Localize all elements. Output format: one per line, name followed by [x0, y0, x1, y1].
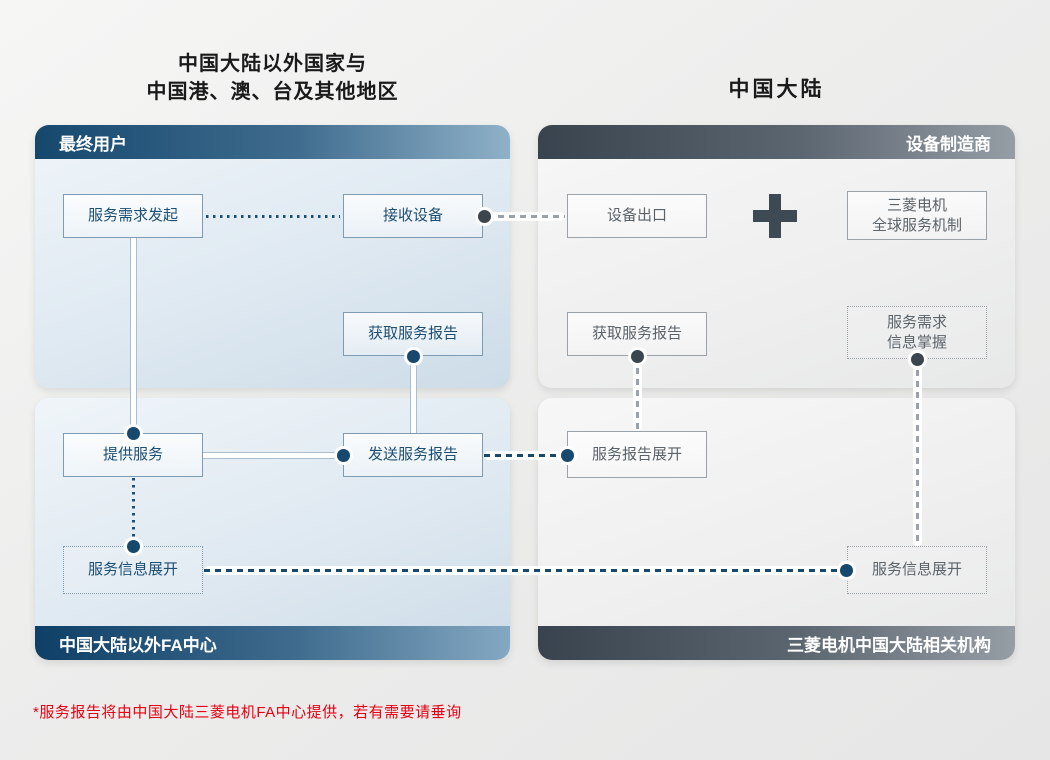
node-service-info-deploy-mainland: 服务信息展开	[847, 546, 987, 594]
plus-icon	[753, 194, 797, 238]
node-demand-info-grasp: 服务需求 信息掌握	[847, 306, 987, 359]
dot-infodeploy-mainland-left	[839, 563, 853, 577]
node-service-report-deploy: 服务报告展开	[567, 431, 707, 478]
band-overseas-fa-center: 中国大陆以外FA中心	[35, 626, 510, 660]
band-equipment-manufacturer: 设备制造商	[538, 125, 1015, 159]
dot-getreport-mainland-bottom	[630, 349, 644, 363]
connector-request-to-provide	[129, 238, 137, 433]
connector-send-to-reportdeploy	[484, 450, 565, 460]
connector-provide-to-send	[203, 451, 343, 459]
connector-demand-to-infodeploy	[912, 359, 922, 546]
overseas-region-title-line2: 中国港、澳、台及其他地区	[146, 81, 399, 103]
node-get-service-report-mainland: 获取服务报告	[567, 312, 707, 356]
panel-end-user: 最终用户	[35, 125, 510, 388]
connector-getreport-to-reportdeploy	[632, 357, 642, 431]
node-service-info-deploy-overseas: 服务信息展开	[63, 546, 203, 594]
node-equipment-export: 设备出口	[567, 194, 707, 238]
node-mitsubishi-global-line1: 三菱电机	[886, 196, 947, 214]
mainland-region-title: 中国大陆	[728, 78, 825, 101]
band-end-user: 最终用户	[35, 125, 510, 159]
node-service-request: 服务需求发起	[63, 194, 203, 238]
connector-export-to-receive-dash	[487, 215, 565, 218]
dot-provide-service-top	[126, 426, 140, 440]
node-demand-info-line2: 信息掌握	[886, 333, 947, 351]
connector-getreport-to-reportdeploy-dash	[635, 357, 639, 431]
node-provide-service: 提供服务	[63, 433, 203, 477]
dot-demandinfo-bottom	[910, 352, 924, 366]
footnote-text: *服务报告将由中国大陆三菱电机FA中心提供，若有需要请垂询	[33, 704, 462, 721]
node-send-service-report: 发送服务报告	[343, 433, 483, 477]
dot-receive-equipment	[477, 209, 491, 223]
overseas-region-title-line1: 中国大陆以外国家与	[178, 53, 367, 75]
dot-sendreport-left	[336, 448, 350, 462]
connector-request-to-receive	[206, 215, 340, 218]
connector-provide-to-infodeploy	[131, 478, 135, 544]
connector-infodeploy-dash	[204, 568, 843, 572]
connector-demand-to-infodeploy-dash	[915, 359, 919, 546]
node-demand-info-line1: 服务需求	[886, 313, 947, 331]
connector-getreport-to-sendreport	[409, 356, 417, 433]
dot-getreport-bottom	[406, 349, 420, 363]
band-mainland-org: 三菱电机中国大陆相关机构	[538, 626, 1015, 660]
connector-send-to-reportdeploy-dash	[484, 453, 565, 457]
node-mitsubishi-global-service: 三菱电机 全球服务机制	[847, 191, 987, 240]
connector-infodeploy-overseas-to-mainland	[204, 565, 843, 575]
overseas-region-title: 中国大陆以外国家与 中国港、澳、台及其他地区	[35, 50, 510, 106]
dot-infodeploy-top	[126, 539, 140, 553]
connector-export-to-receive	[487, 212, 565, 221]
node-receive-equipment: 接收设备	[343, 194, 483, 238]
node-get-service-report-overseas: 获取服务报告	[343, 312, 483, 356]
node-mitsubishi-global-line2: 全球服务机制	[871, 216, 962, 234]
dot-reportdeploy-left	[560, 448, 574, 462]
